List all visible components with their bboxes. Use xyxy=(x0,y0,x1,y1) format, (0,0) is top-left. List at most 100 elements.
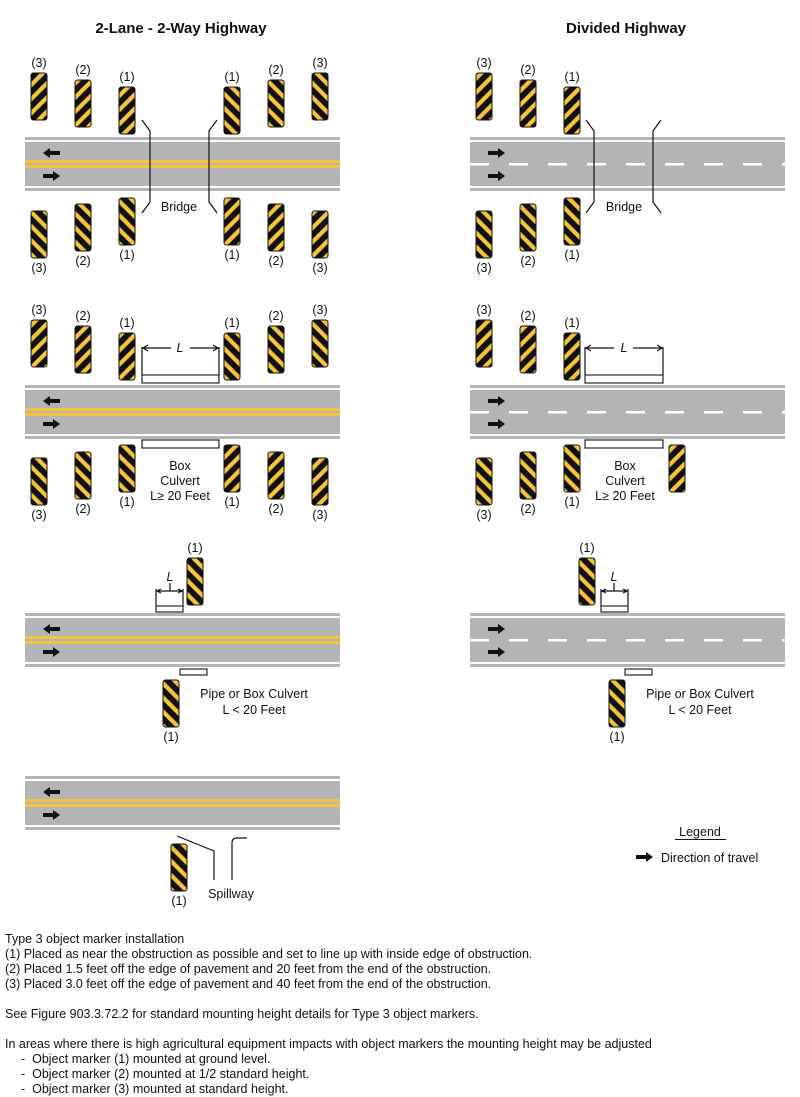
marker-label-m3: (3) xyxy=(312,56,327,70)
object-marker-m1 xyxy=(563,444,581,493)
centerline-yellow xyxy=(25,804,340,807)
bridge-rail-right xyxy=(208,119,218,214)
dimension-line-length xyxy=(584,344,664,352)
object-marker-unlabeled xyxy=(668,444,686,493)
type-3-object-marker xyxy=(74,325,92,374)
object-marker-m2 xyxy=(267,79,285,128)
object-marker-m2 xyxy=(74,325,92,374)
object-marker-diagram: 2-Lane - 2-Way Highway Divided Highway (… xyxy=(25,20,785,908)
marker-label-m1: (1) xyxy=(119,316,134,330)
type-3-object-marker xyxy=(311,457,329,506)
object-marker-m3 xyxy=(311,72,329,121)
spillway-wall-left xyxy=(176,835,215,880)
object-marker-m1 xyxy=(563,86,581,135)
lane-dash xyxy=(470,639,489,642)
marker-label-m2: (2) xyxy=(520,502,535,516)
marker-label-m1: (1) xyxy=(564,316,579,330)
box-culvert-top xyxy=(584,374,664,384)
object-marker-m2 xyxy=(267,325,285,374)
bridge-rail-right xyxy=(652,119,662,214)
object-marker-m1 xyxy=(118,332,136,381)
marker-label-m1: (1) xyxy=(224,495,239,509)
object-marker-m3 xyxy=(475,319,493,368)
marker-label-m1: (1) xyxy=(171,894,186,908)
pipe-culvert-bottom xyxy=(624,668,653,676)
type-3-object-marker xyxy=(223,332,241,381)
divided-highway-road xyxy=(470,385,785,439)
edge-line xyxy=(470,137,785,140)
type-3-object-marker xyxy=(118,197,136,246)
marker-label-m3: (3) xyxy=(31,261,46,275)
edge-line xyxy=(25,385,340,388)
type-3-object-marker xyxy=(223,444,241,493)
pipe-culvert-label: Pipe or Box Culvert xyxy=(200,687,308,701)
type-3-object-marker xyxy=(563,86,581,135)
centerline-yellow xyxy=(25,408,340,411)
arrow-right-icon xyxy=(636,852,653,862)
pavement xyxy=(25,142,340,186)
type-3-object-marker xyxy=(519,451,537,500)
object-marker-m3 xyxy=(30,72,48,121)
pavement xyxy=(25,781,340,825)
object-marker-m3 xyxy=(475,457,493,506)
object-marker-m1 xyxy=(223,197,241,246)
lane-dash xyxy=(665,163,684,166)
centerline-yellow xyxy=(25,799,340,802)
dimension-line-length xyxy=(155,583,184,594)
legend-title: Legend xyxy=(679,825,721,839)
type-3-object-marker xyxy=(475,210,493,259)
object-marker-m3 xyxy=(30,210,48,259)
edge-line xyxy=(25,436,340,439)
marker-label-m3: (3) xyxy=(31,56,46,70)
type-3-object-marker xyxy=(30,319,48,368)
object-marker-m3 xyxy=(30,457,48,506)
lane-dash xyxy=(626,411,645,414)
lane-dash xyxy=(509,639,528,642)
dimension-extension-lines xyxy=(141,347,220,375)
marker-label-m3: (3) xyxy=(312,261,327,275)
centerline-yellow xyxy=(25,636,340,639)
type-3-object-marker xyxy=(30,457,48,506)
object-marker-m1 xyxy=(223,86,241,135)
two-lane-road xyxy=(25,776,340,830)
pipe-culvert-label: L < 20 Feet xyxy=(668,703,732,717)
bridge-label: Bridge xyxy=(606,200,642,214)
type-3-object-marker xyxy=(475,457,493,506)
box-culvert-label: Box xyxy=(169,459,191,473)
lane-dash xyxy=(665,639,684,642)
title-divided-highway: Divided Highway xyxy=(566,20,687,37)
length-label: L xyxy=(167,570,174,584)
lane-dash xyxy=(626,639,645,642)
lane-dash xyxy=(470,411,489,414)
object-marker-m1 xyxy=(186,557,204,606)
title-two-lane-highway: 2-Lane - 2-Way Highway xyxy=(95,20,267,37)
object-marker-m3 xyxy=(311,457,329,506)
lane-dash xyxy=(704,163,723,166)
length-label: L xyxy=(611,570,618,584)
lane-dash xyxy=(626,163,645,166)
lane-dash xyxy=(470,163,489,166)
edge-line xyxy=(470,613,785,616)
pavement xyxy=(25,618,340,662)
edge-line xyxy=(470,188,785,191)
type-3-object-marker xyxy=(311,210,329,259)
marker-label-m1: (1) xyxy=(119,70,134,84)
object-marker-m2 xyxy=(519,203,537,252)
object-marker-m1 xyxy=(563,197,581,246)
marker-label-m3: (3) xyxy=(476,508,491,522)
dimension-extension-lines xyxy=(600,589,629,606)
note-item-2: (2) Placed 1.5 feet off the edge of pave… xyxy=(5,962,492,976)
lane-dash xyxy=(665,411,684,414)
object-marker-m1 xyxy=(118,444,136,493)
marker-label-m1: (1) xyxy=(564,495,579,509)
object-marker-m1 xyxy=(118,197,136,246)
marker-label-m3: (3) xyxy=(312,303,327,317)
marker-label-m2: (2) xyxy=(520,309,535,323)
object-marker-m3 xyxy=(30,319,48,368)
type-3-object-marker xyxy=(311,319,329,368)
box-culvert-bottom xyxy=(141,439,220,449)
note-agricultural-item-1: - Object marker (1) mounted at ground le… xyxy=(21,1052,271,1066)
lane-dash xyxy=(587,639,606,642)
marker-label-m1: (1) xyxy=(163,730,178,744)
type-3-object-marker xyxy=(162,679,180,728)
